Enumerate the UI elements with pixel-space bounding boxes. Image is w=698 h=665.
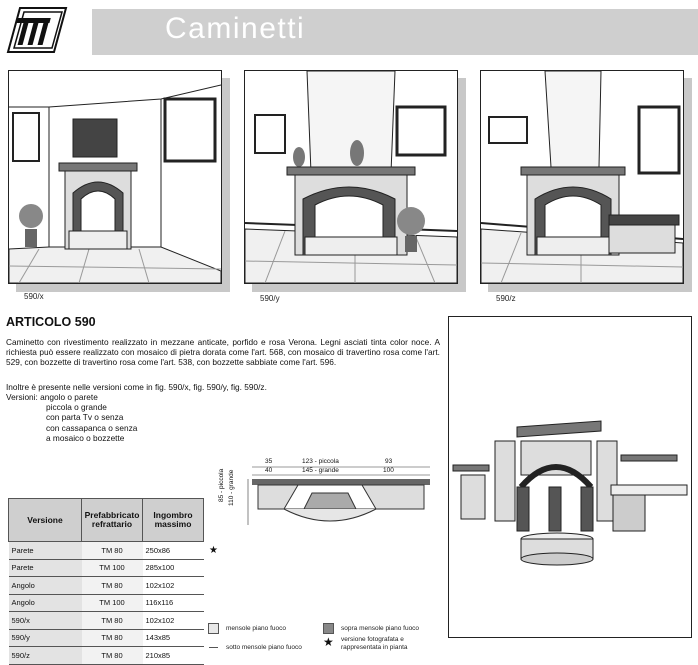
- plan-diagram: [240, 455, 440, 535]
- dim-35: 35: [265, 458, 273, 465]
- versions-list: Versioni: angolo o parete piccola o gran…: [6, 392, 137, 443]
- table-header-row: Versione Prefabbricato refrattario Ingom…: [8, 498, 224, 542]
- legend-text-b: sopra mensole piano fuoco: [341, 625, 420, 632]
- caption-590y: 590/y: [260, 294, 280, 303]
- cell-versione: 590/z: [8, 646, 82, 665]
- title-band: [92, 9, 698, 55]
- cell-ing: 250x86: [142, 541, 204, 560]
- legend-text-c: sotto mensole piano fuoco: [226, 644, 302, 651]
- article-description: Caminetto con rivestimento realizzato in…: [6, 337, 440, 368]
- version-item: angolo o parete: [40, 392, 98, 402]
- version-item: a mosaico o bozzette: [46, 432, 125, 443]
- exploded-view: [448, 316, 692, 638]
- cell-versione: Parete: [8, 541, 82, 560]
- col-versione: Versione: [8, 498, 82, 542]
- illustration-590z: [480, 70, 684, 284]
- cell-mark: [204, 594, 224, 612]
- cell-pref: TM 80: [81, 611, 143, 630]
- version-item: con parta Tv o senza: [46, 412, 124, 423]
- cell-ing: 102x102: [142, 611, 204, 630]
- cell-ing: 116x116: [142, 593, 204, 612]
- illustration-590y: [244, 70, 458, 284]
- brand-logo: [6, 7, 68, 53]
- article-body: Caminetto con rivestimento realizzato in…: [6, 337, 440, 368]
- cell-versione: 590/x: [8, 611, 82, 630]
- cell-mark: [204, 577, 224, 595]
- legend-star-icon: ★: [323, 635, 334, 649]
- cell-ing: 143x85: [142, 628, 204, 647]
- col-mark: [204, 499, 224, 542]
- dim-100: 100: [383, 467, 394, 474]
- dim-40: 40: [265, 467, 273, 474]
- cell-versione: 590/y: [8, 628, 82, 647]
- cell-ing: 285x100: [142, 558, 204, 577]
- version-item: piccola o grande: [46, 402, 107, 413]
- cell-versione: Angolo: [8, 593, 82, 612]
- cell-pref: TM 80: [81, 576, 143, 595]
- cell-pref: TM 80: [81, 628, 143, 647]
- legend-swatch-dark: [323, 623, 334, 634]
- cell-mark: [204, 559, 224, 577]
- legend-swatch-light: [208, 623, 219, 634]
- dim-123-piccola: 123 - piccola: [302, 458, 339, 465]
- article-line2: Inoltre è presente nelle versioni come i…: [6, 382, 267, 392]
- cell-pref: TM 100: [81, 593, 143, 612]
- cell-versione: Parete: [8, 558, 82, 577]
- col-ingombro: Ingombro massimo: [142, 498, 204, 542]
- cell-mark: [204, 647, 224, 665]
- caption-590z: 590/z: [496, 294, 516, 303]
- caption-590x: 590/x: [24, 292, 44, 301]
- cell-pref: TM 80: [81, 646, 143, 665]
- dim-depth-grande: 110 - grande: [228, 469, 235, 506]
- illustration-590x: [8, 70, 222, 284]
- legend-text-d: versione fotografata e rappresentata in …: [341, 636, 408, 651]
- version-item: con cassapanca o senza: [46, 422, 138, 433]
- cell-ing: 210x85: [142, 646, 204, 665]
- cell-pref: TM 100: [81, 558, 143, 577]
- photographed-mark: ★: [209, 544, 218, 556]
- dim-145-grande: 145 - grande: [302, 467, 339, 474]
- legend-text-a: mensole piano fuoco: [226, 625, 286, 632]
- legend-line: [209, 647, 218, 648]
- versions-label: Versioni:: [6, 392, 38, 402]
- cell-versione: Angolo: [8, 576, 82, 595]
- dim-depth-piccola: 85 - piccola: [218, 468, 225, 502]
- col-prefabbricato: Prefabbricato refrattario: [81, 498, 143, 542]
- article-title: ARTICOLO 590: [6, 315, 96, 329]
- cell-pref: TM 80: [81, 541, 143, 560]
- page-title: Caminetti: [165, 12, 306, 45]
- cell-ing: 102x102: [142, 576, 204, 595]
- dim-93: 93: [385, 458, 393, 465]
- spec-table: Versione Prefabbricato refrattario Ingom…: [8, 498, 224, 665]
